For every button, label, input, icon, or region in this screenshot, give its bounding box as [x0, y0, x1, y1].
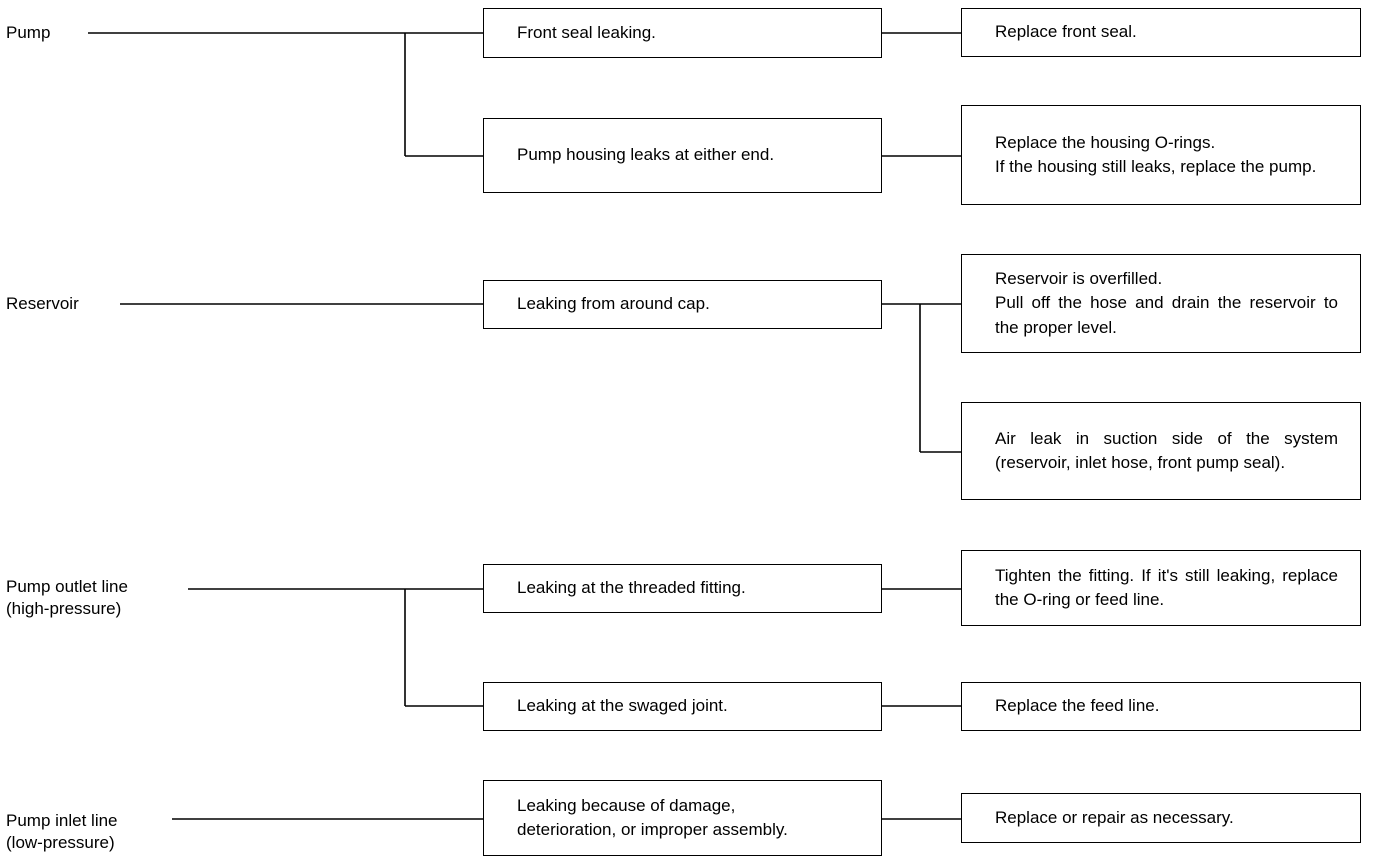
fix-box: Replace the housing O-rings. If the hous…: [961, 105, 1361, 205]
cause-text: Leaking because of damage, deterioration…: [517, 795, 788, 840]
cause-text: Front seal leaking.: [517, 22, 656, 42]
fix-text: Air leak in suction side of the system (…: [995, 428, 1338, 473]
cause-text: Leaking from around cap.: [517, 294, 710, 314]
fix-box: Air leak in suction side of the system (…: [961, 402, 1361, 500]
fix-text: Replace the feed line.: [995, 696, 1160, 716]
fix-box: Reservoir is overfilled. Pull off the ho…: [961, 254, 1361, 353]
cause-box: Leaking from around cap.: [483, 280, 882, 329]
cause-box: Leaking at the threaded fitting.: [483, 564, 882, 613]
fix-text: Tighten the fitting. If it's still leaki…: [995, 565, 1338, 610]
fix-text: Replace front seal.: [995, 22, 1137, 42]
fix-box: Replace or repair as necessary.: [961, 793, 1361, 843]
component-label-pump: Pump: [6, 23, 51, 42]
cause-text: Leaking at the swaged joint.: [517, 696, 728, 716]
fix-text: Reservoir is overfilled. Pull off the ho…: [995, 268, 1338, 337]
component-label-pump-outlet-line: Pump outlet line (high-pressure): [6, 577, 128, 618]
fix-text: Replace the housing O-rings. If the hous…: [995, 132, 1317, 177]
fix-box: Replace the feed line.: [961, 682, 1361, 731]
fix-text: Replace or repair as necessary.: [995, 807, 1234, 827]
cause-text: Leaking at the threaded fitting.: [517, 578, 746, 598]
cause-box: Pump housing leaks at either end.: [483, 118, 882, 193]
cause-box: Front seal leaking.: [483, 8, 882, 58]
cause-box: Leaking at the swaged joint.: [483, 682, 882, 731]
fix-box: Replace front seal.: [961, 8, 1361, 57]
fix-box: Tighten the fitting. If it's still leaki…: [961, 550, 1361, 626]
cause-box: Leaking because of damage, deterioration…: [483, 780, 882, 856]
cause-text: Pump housing leaks at either end.: [517, 145, 775, 165]
component-label-pump-inlet-line: Pump inlet line (low-pressure): [6, 811, 118, 852]
component-label-reservoir: Reservoir: [6, 294, 79, 313]
